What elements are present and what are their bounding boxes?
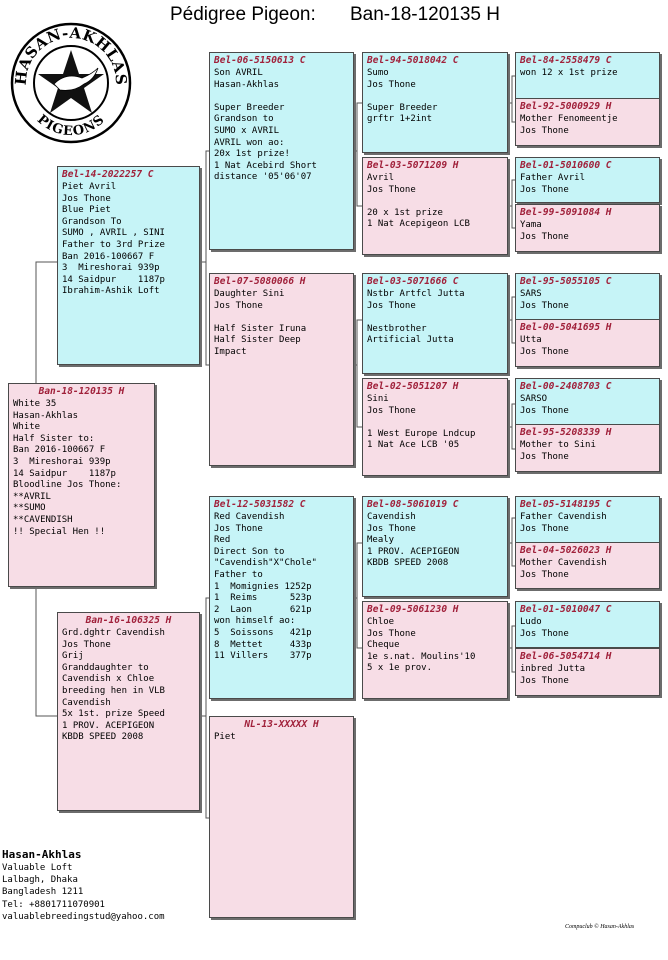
pigeon-card-g7[interactable]: Bel-00-2408703 C SARSO Jos Thone bbox=[515, 378, 660, 425]
software-credit: Compuclub © Hasan-Akhlas bbox=[565, 924, 635, 930]
ring-number: Bel-99-5091084 H bbox=[520, 207, 612, 218]
pigeon-details: SARSO Jos Thone bbox=[520, 394, 569, 416]
ring-number: Bel-95-5055105 C bbox=[520, 276, 612, 287]
pigeon-details: Father Cavendish Jos Thone bbox=[520, 512, 607, 534]
pigeon-details: White 35 Hasan-Akhlas White Half Sister … bbox=[13, 399, 122, 537]
title-ring-number: Ban-18-120135 H bbox=[350, 4, 500, 25]
pigeon-card-sds[interactable]: Bel-03-5071666 C Nstbr Artfcl Jutta Jos … bbox=[362, 273, 508, 374]
ring-number: Ban-16-106325 H bbox=[85, 615, 172, 626]
pigeon-details: Avril Jos Thone 20 x 1st prize 1 Nat Ace… bbox=[367, 173, 470, 230]
ring-number: Bel-07-5080066 H bbox=[214, 276, 306, 287]
pigeon-card-g3[interactable]: Bel-01-5010600 C Father Avril Jos Thone bbox=[515, 157, 660, 203]
pigeon-details: Daughter Sini Jos Thone Half Sister Irun… bbox=[214, 289, 307, 357]
pigeon-card-dss[interactable]: Bel-08-5061019 C Cavendish Jos Thone Mea… bbox=[362, 496, 508, 597]
pigeon-details: Red Cavendish Jos Thone Red Direct Son t… bbox=[214, 512, 317, 662]
breeder-name: Hasan-Akhlas bbox=[2, 848, 82, 861]
breeder-address: Valuable Loft Lalbagh, Dhaka Bangladesh … bbox=[2, 863, 165, 922]
ring-number: Bel-06-5150613 C bbox=[214, 55, 306, 66]
pigeon-card-dsd[interactable]: Bel-09-5061230 H Chloe Jos Thone Cheque … bbox=[362, 601, 508, 699]
pigeon-card-subject[interactable]: Ban-18-120135 H White 35 Hasan-Akhlas Wh… bbox=[8, 383, 155, 587]
pigeon-details: Piet Avril Jos Thone Blue Piet Grandson … bbox=[62, 182, 165, 297]
ring-number: Bel-84-2558479 C bbox=[520, 55, 612, 66]
ring-number: Bel-00-2408703 C bbox=[520, 381, 612, 392]
pigeon-details: Chloe Jos Thone Cheque 1e s.nat. Moulins… bbox=[367, 617, 476, 674]
pigeon-card-dam-dam[interactable]: NL-13-XXXXX H Piet bbox=[209, 716, 354, 918]
pigeon-card-g5[interactable]: Bel-95-5055105 C SARS Jos Thone bbox=[515, 273, 660, 320]
pigeon-details: Sini Jos Thone 1 West Europe Lndcup 1 Na… bbox=[367, 394, 476, 451]
title-label: Pédigree Pigeon: bbox=[170, 4, 316, 25]
pigeon-details: Grd.dghtr Cavendish Jos Thone Grij Grand… bbox=[62, 628, 165, 743]
ring-number: Bel-12-5031582 C bbox=[214, 499, 306, 510]
ring-number: Bel-00-5041695 H bbox=[520, 322, 612, 333]
pigeon-card-g2[interactable]: Bel-92-5000929 H Mother Fenomeentje Jos … bbox=[515, 98, 660, 146]
pigeon-details: Yama Jos Thone bbox=[520, 220, 569, 242]
pigeon-card-g11[interactable]: Bel-01-5010047 C Ludo Jos Thone bbox=[515, 601, 660, 648]
ring-number: Bel-06-5054714 H bbox=[520, 651, 612, 662]
ring-number: Bel-03-5071666 C bbox=[367, 276, 459, 287]
pigeon-card-sire-sire[interactable]: Bel-06-5150613 C Son AVRIL Hasan-Akhlas … bbox=[209, 52, 354, 250]
pigeon-details: Mother Fenomeentje Jos Thone bbox=[520, 114, 618, 136]
ring-number: Bel-02-5051207 H bbox=[367, 381, 459, 392]
hasan-akhlas-pigeons-logo: HASAN-AKHLAS PIGEONS bbox=[10, 22, 132, 144]
ring-number: Bel-94-5018042 C bbox=[367, 55, 459, 66]
pigeon-details: won 12 x 1st prize bbox=[520, 68, 618, 78]
breeder-contact: Hasan-Akhlas Valuable Loft Lalbagh, Dhak… bbox=[2, 848, 222, 923]
pigeon-card-g12[interactable]: Bel-06-5054714 H inbred Jutta Jos Thone bbox=[515, 648, 660, 696]
pigeon-details: Cavendish Jos Thone Mealy 1 PROV. ACEPIG… bbox=[367, 512, 460, 569]
pigeon-details: Mother Cavendish Jos Thone bbox=[520, 558, 607, 580]
pigeon-card-g4[interactable]: Bel-99-5091084 H Yama Jos Thone bbox=[515, 204, 660, 252]
ring-number: Bel-92-5000929 H bbox=[520, 101, 612, 112]
ring-number: Bel-95-5208339 H bbox=[520, 427, 612, 438]
pigeon-card-dam[interactable]: Ban-16-106325 H Grd.dghtr Cavendish Jos … bbox=[57, 612, 200, 811]
ring-number: Bel-01-5010600 C bbox=[520, 160, 612, 171]
pigeon-card-g6[interactable]: Bel-00-5041695 H Utta Jos Thone bbox=[515, 319, 660, 367]
pigeon-card-ssd[interactable]: Bel-03-5071209 H Avril Jos Thone 20 x 1s… bbox=[362, 157, 508, 255]
ring-number: Bel-04-5026023 H bbox=[520, 545, 612, 556]
pigeon-details: inbred Jutta Jos Thone bbox=[520, 664, 586, 686]
pigeon-details: Piet bbox=[214, 732, 236, 742]
pigeon-card-sss[interactable]: Bel-94-5018042 C Sumo Jos Thone Super Br… bbox=[362, 52, 508, 153]
pigeon-details: Mother to Sini Jos Thone bbox=[520, 440, 596, 462]
pigeon-details: Utta Jos Thone bbox=[520, 335, 569, 357]
pigeon-card-sdd[interactable]: Bel-02-5051207 H Sini Jos Thone 1 West E… bbox=[362, 378, 508, 476]
pigeon-card-g1[interactable]: Bel-84-2558479 C won 12 x 1st prize bbox=[515, 52, 660, 100]
pigeon-details: Sumo Jos Thone Super Breeder grftr 1+2in… bbox=[367, 68, 438, 125]
ring-number: Bel-03-5071209 H bbox=[367, 160, 459, 171]
pigeon-details: SARS Jos Thone bbox=[520, 289, 569, 311]
ring-number: Bel-05-5148195 C bbox=[520, 499, 612, 510]
pigeon-card-dam-sire[interactable]: Bel-12-5031582 C Red Cavendish Jos Thone… bbox=[209, 496, 354, 699]
ring-number: Bel-09-5061230 H bbox=[367, 604, 459, 615]
pigeon-card-sire[interactable]: Bel-14-2022257 C Piet Avril Jos Thone Bl… bbox=[57, 166, 200, 365]
pigeon-details: Son AVRIL Hasan-Akhlas Super Breeder Gra… bbox=[214, 68, 317, 183]
pigeon-details: Nstbr Artfcl Jutta Jos Thone Nestbrother… bbox=[367, 289, 465, 346]
pigeon-card-g10[interactable]: Bel-04-5026023 H Mother Cavendish Jos Th… bbox=[515, 542, 660, 589]
pigeon-details: Ludo Jos Thone bbox=[520, 617, 569, 639]
ring-number: Ban-18-120135 H bbox=[38, 386, 125, 397]
ring-number: Bel-01-5010047 C bbox=[520, 604, 612, 615]
ring-number: Bel-08-5061019 C bbox=[367, 499, 459, 510]
page-title: Pédigree Pigeon: Ban-18-120135 H bbox=[0, 4, 668, 30]
pigeon-card-g9[interactable]: Bel-05-5148195 C Father Cavendish Jos Th… bbox=[515, 496, 660, 543]
ring-number: NL-13-XXXXX H bbox=[244, 719, 319, 730]
pigeon-card-sire-dam[interactable]: Bel-07-5080066 H Daughter Sini Jos Thone… bbox=[209, 273, 354, 466]
pigeon-card-g8[interactable]: Bel-95-5208339 H Mother to Sini Jos Thon… bbox=[515, 424, 660, 472]
ring-number: Bel-14-2022257 C bbox=[62, 169, 154, 180]
pigeon-details: Father Avril Jos Thone bbox=[520, 173, 586, 195]
